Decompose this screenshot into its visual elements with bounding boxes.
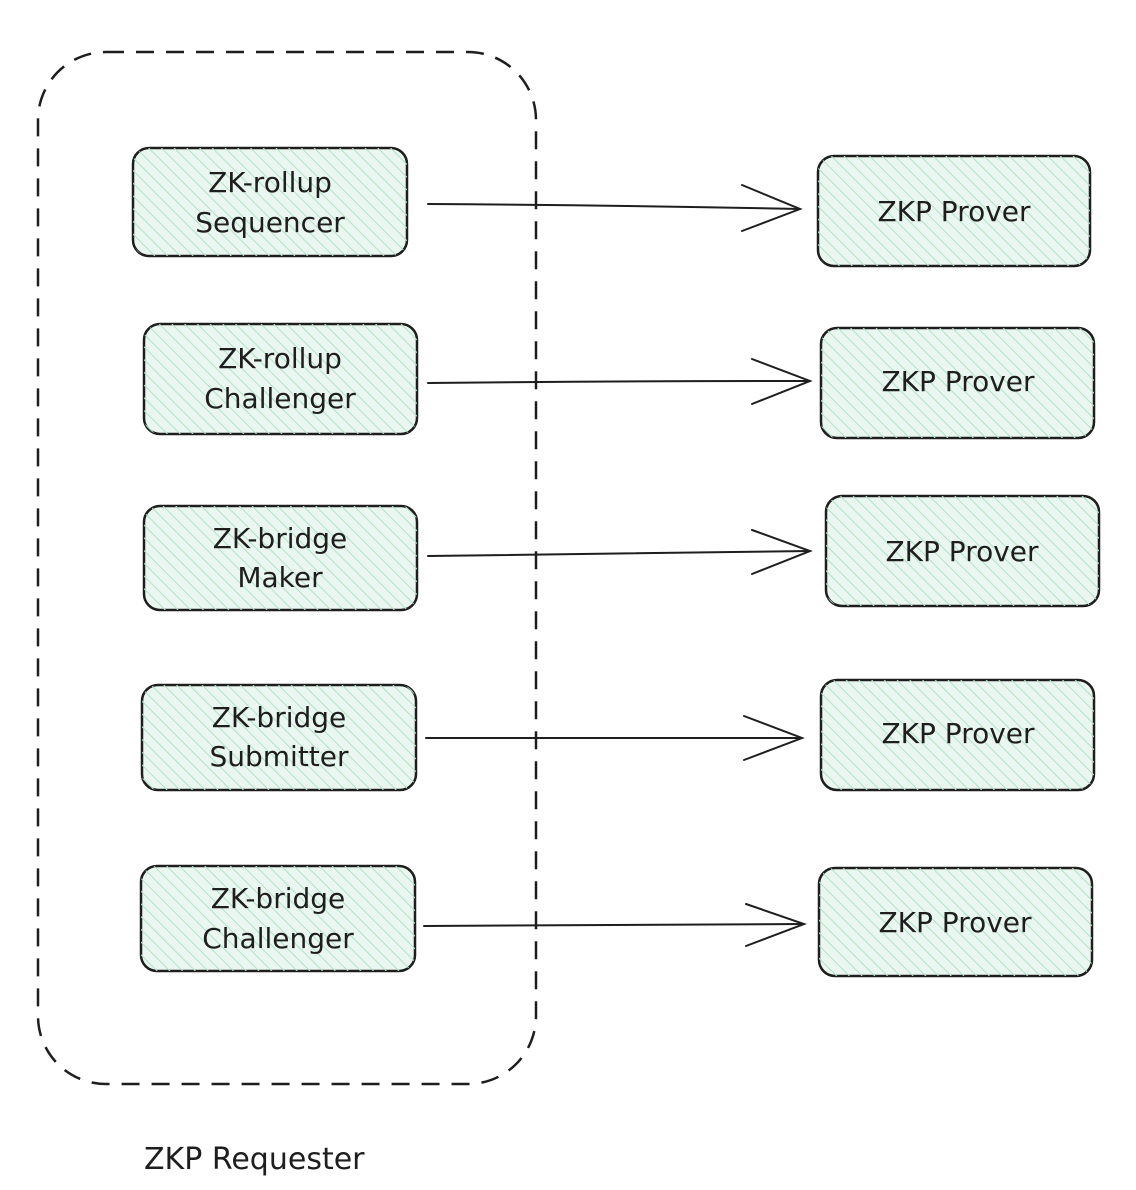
node-label-line2: Submitter [209, 740, 349, 773]
prover-node-2[interactable]: ZKP Prover [819, 326, 1096, 440]
node-hatch [144, 324, 417, 434]
requester-node-bridge-submitter[interactable]: ZK-bridge Submitter [140, 683, 418, 792]
node-hatch [821, 328, 1094, 438]
node-hatch [819, 868, 1092, 976]
arrow-4 [425, 715, 805, 761]
node-label-line1: ZK-bridge [212, 701, 347, 734]
arrow-shaft [427, 380, 811, 384]
node-hatch [133, 148, 407, 256]
node-hatch [818, 156, 1090, 266]
prover-label: ZKP Prover [885, 535, 1039, 568]
arrow-shaft [427, 550, 811, 557]
prover-node-3[interactable]: ZKP Prover [824, 494, 1101, 608]
arrowhead [751, 358, 813, 405]
arrowhead [741, 184, 803, 232]
requester-node-bridge-challenger[interactable]: ZK-bridge Challenger [139, 864, 417, 973]
prover-label: ZKP Prover [881, 717, 1035, 750]
group-label: ZKP Requester [144, 1142, 365, 1177]
node-hatch [141, 866, 415, 971]
node-hatch [826, 496, 1099, 606]
arrow-5 [423, 903, 807, 947]
arrow-shaft [423, 923, 805, 927]
arrowhead [743, 715, 805, 761]
node-label-line1: ZK-bridge [211, 882, 346, 915]
node-label-line1: ZK-bridge [213, 522, 348, 555]
prover-label: ZKP Prover [877, 195, 1031, 228]
prover-node-4[interactable]: ZKP Prover [819, 678, 1096, 792]
prover-node-5[interactable]: ZKP Prover [817, 866, 1094, 978]
node-label-line2: Sequencer [195, 206, 345, 239]
requester-group-boundary [36, 50, 538, 1086]
node-hatch [144, 506, 417, 610]
requester-node-rollup-challenger[interactable]: ZK-rollup Challenger [142, 322, 419, 436]
requester-node-bridge-maker[interactable]: ZK-bridge Maker [142, 504, 419, 612]
prover-label: ZKP Prover [878, 906, 1032, 939]
prover-node-1[interactable]: ZKP Prover [816, 154, 1092, 268]
node-hatch [142, 685, 416, 790]
arrow-1 [427, 184, 803, 232]
arrowhead [745, 903, 807, 947]
arrow-shaft [427, 203, 801, 210]
node-hatch [821, 680, 1094, 790]
node-label-line2: Challenger [204, 382, 356, 415]
arrowhead [751, 529, 813, 575]
requester-node-rollup-sequencer[interactable]: ZK-rollup Sequencer [131, 146, 409, 258]
arrow-2 [427, 358, 813, 405]
node-label-line1: ZK-rollup [208, 166, 332, 199]
node-label-line2: Maker [237, 561, 323, 594]
prover-label: ZKP Prover [881, 365, 1035, 398]
node-label-line1: ZK-rollup [218, 342, 342, 375]
arrow-3 [427, 529, 813, 575]
node-label-line2: Challenger [202, 922, 354, 955]
